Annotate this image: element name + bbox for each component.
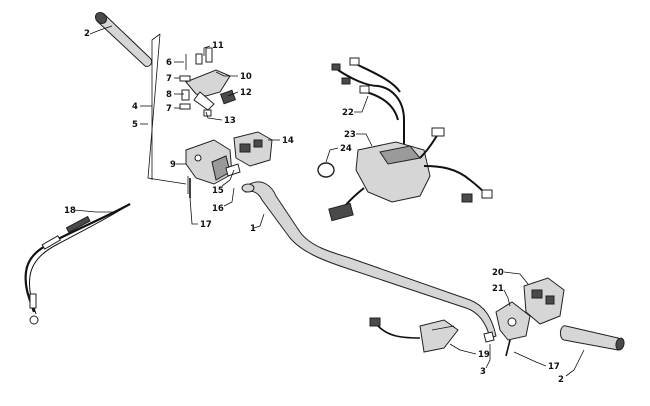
callout-2-right: 2 bbox=[558, 375, 564, 385]
callout-23: 23 bbox=[344, 130, 356, 140]
callout-21: 21 bbox=[492, 284, 504, 294]
callout-20: 20 bbox=[492, 268, 504, 278]
callout-2-left: 2 bbox=[84, 29, 90, 39]
callout-7-lower: 7 bbox=[166, 104, 172, 114]
throttle-bracket bbox=[185, 69, 236, 117]
grip-heater-element bbox=[369, 317, 459, 353]
callout-15: 15 bbox=[212, 186, 224, 196]
callout-9: 9 bbox=[170, 160, 176, 170]
callout-4: 4 bbox=[132, 102, 138, 112]
callout-5: 5 bbox=[132, 120, 138, 130]
leader-lines bbox=[73, 25, 585, 377]
control-module bbox=[328, 127, 493, 222]
left-grip bbox=[94, 11, 153, 67]
callout-7-upper: 7 bbox=[166, 74, 172, 84]
mounting-screws bbox=[189, 178, 511, 357]
callout-22: 22 bbox=[342, 108, 354, 118]
retaining-ring bbox=[317, 162, 335, 178]
callout-16: 16 bbox=[212, 204, 224, 214]
cable-routing-frame bbox=[147, 33, 187, 185]
callout-8: 8 bbox=[166, 90, 172, 100]
pins-and-washers bbox=[179, 47, 213, 110]
right-switch-housing bbox=[495, 277, 565, 341]
throttle-cable bbox=[24, 203, 131, 325]
callout-6: 6 bbox=[166, 58, 172, 68]
callout-19: 19 bbox=[478, 350, 490, 360]
callout-17-right: 17 bbox=[548, 362, 560, 372]
callout-11: 11 bbox=[212, 41, 224, 51]
callout-13: 13 bbox=[224, 116, 236, 126]
callout-24: 24 bbox=[340, 144, 352, 154]
callout-10: 10 bbox=[240, 72, 252, 82]
callout-3: 3 bbox=[480, 367, 486, 377]
switch-module bbox=[225, 131, 273, 177]
callout-14: 14 bbox=[282, 136, 294, 146]
left-switch-housing bbox=[185, 139, 233, 194]
right-grip bbox=[559, 325, 625, 351]
callout-17-left: 17 bbox=[200, 220, 212, 230]
bar-end-plug bbox=[483, 331, 495, 343]
wiring-harness bbox=[331, 57, 405, 150]
callout-12: 12 bbox=[240, 88, 252, 98]
handlebar bbox=[241, 181, 497, 339]
callout-18: 18 bbox=[64, 206, 76, 216]
callout-labels: 2 11 6 7 10 8 12 7 4 13 5 14 9 15 16 17 … bbox=[64, 29, 564, 385]
callout-1: 1 bbox=[250, 224, 256, 234]
